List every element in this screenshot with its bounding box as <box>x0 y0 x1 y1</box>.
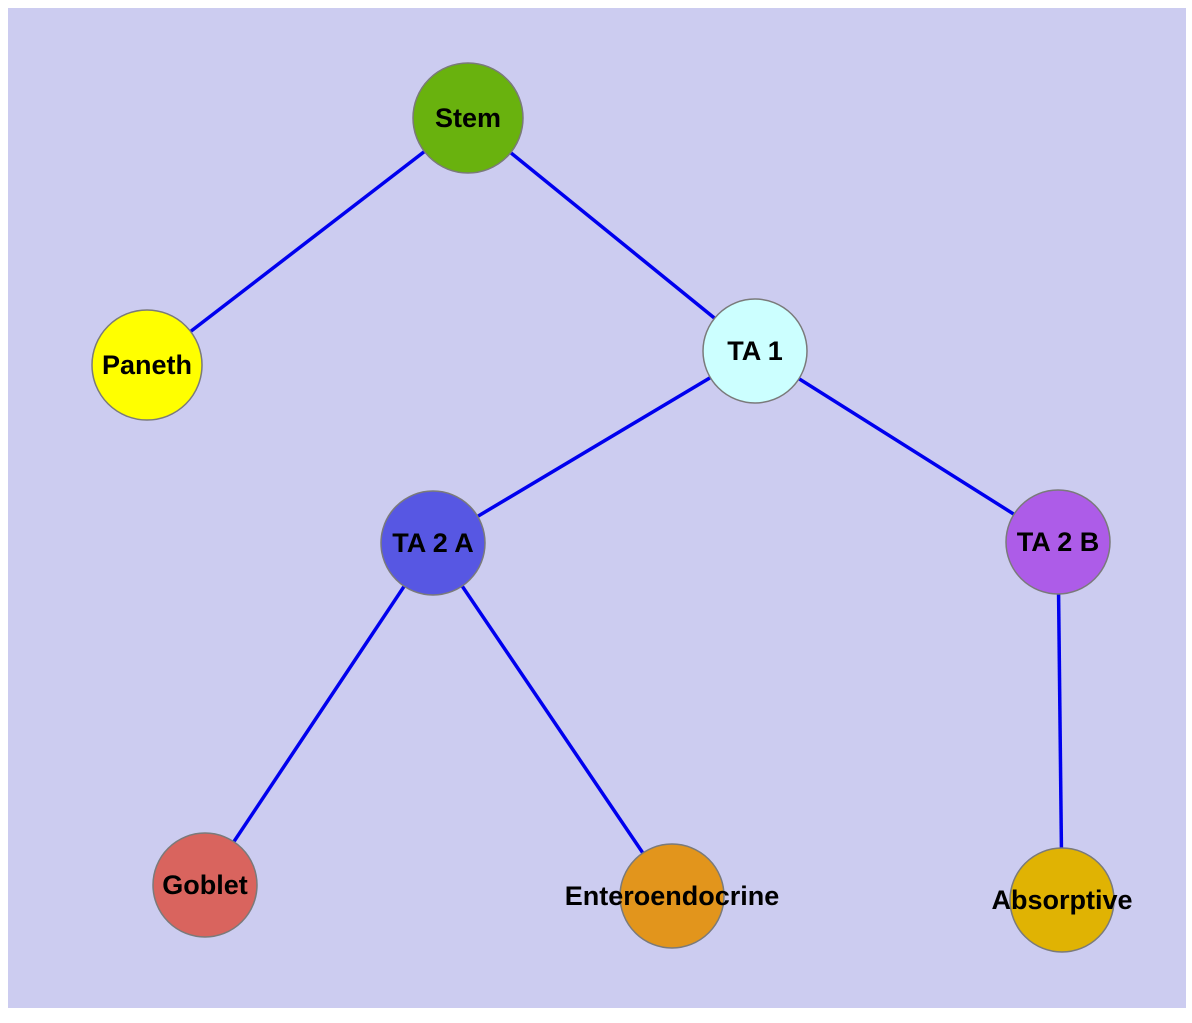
node-goblet[interactable] <box>152 832 258 938</box>
edge-ta2a-goblet <box>203 542 435 886</box>
node-paneth[interactable] <box>91 309 203 421</box>
edge-stem-ta1 <box>466 116 757 353</box>
node-ta2b[interactable] <box>1005 489 1111 595</box>
edge-ta2b-absorptive <box>1056 541 1064 901</box>
edge-stem-paneth <box>145 116 470 367</box>
node-ta1[interactable] <box>702 298 808 404</box>
edge-ta1-ta2a <box>432 349 756 545</box>
node-enteroendocrine[interactable] <box>619 843 725 949</box>
node-ta2a[interactable] <box>380 490 486 596</box>
edge-ta2a-enteroendocrine <box>431 542 674 897</box>
node-absorptive[interactable] <box>1009 847 1115 953</box>
node-stem[interactable] <box>412 62 524 174</box>
edge-ta1-ta2b <box>754 349 1059 544</box>
